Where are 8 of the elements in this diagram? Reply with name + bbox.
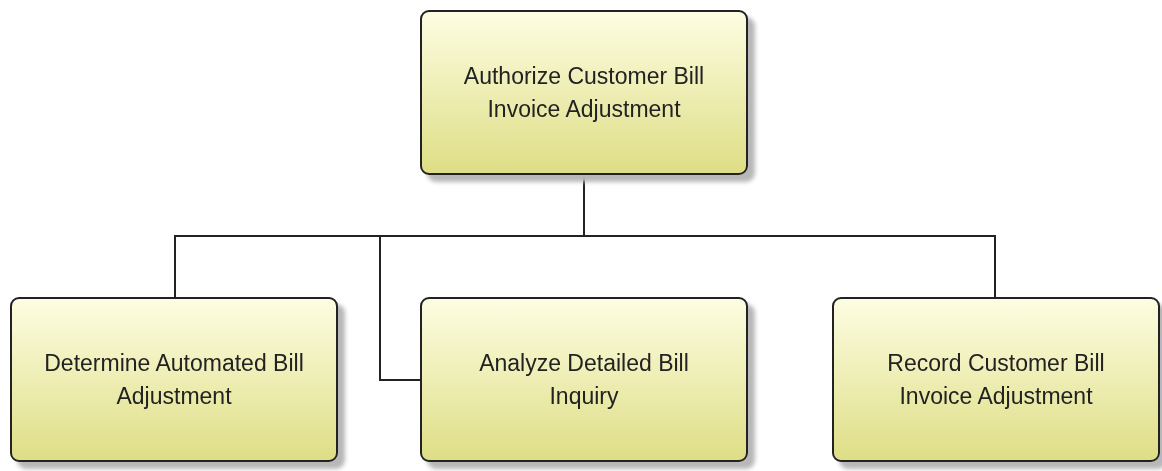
box-label: Analyze Detailed Bill Inquiry	[478, 348, 690, 411]
box-label: Determine Automated Bill Adjustment	[43, 348, 305, 411]
process-box	[10, 297, 338, 462]
process-box	[420, 10, 748, 175]
box-label: Record Customer Bill Invoice Adjustment	[886, 348, 1106, 411]
process-box	[420, 297, 748, 462]
process-box	[832, 297, 1160, 462]
box-label: Authorize Customer Bill Invoice Adjustment	[462, 61, 706, 124]
